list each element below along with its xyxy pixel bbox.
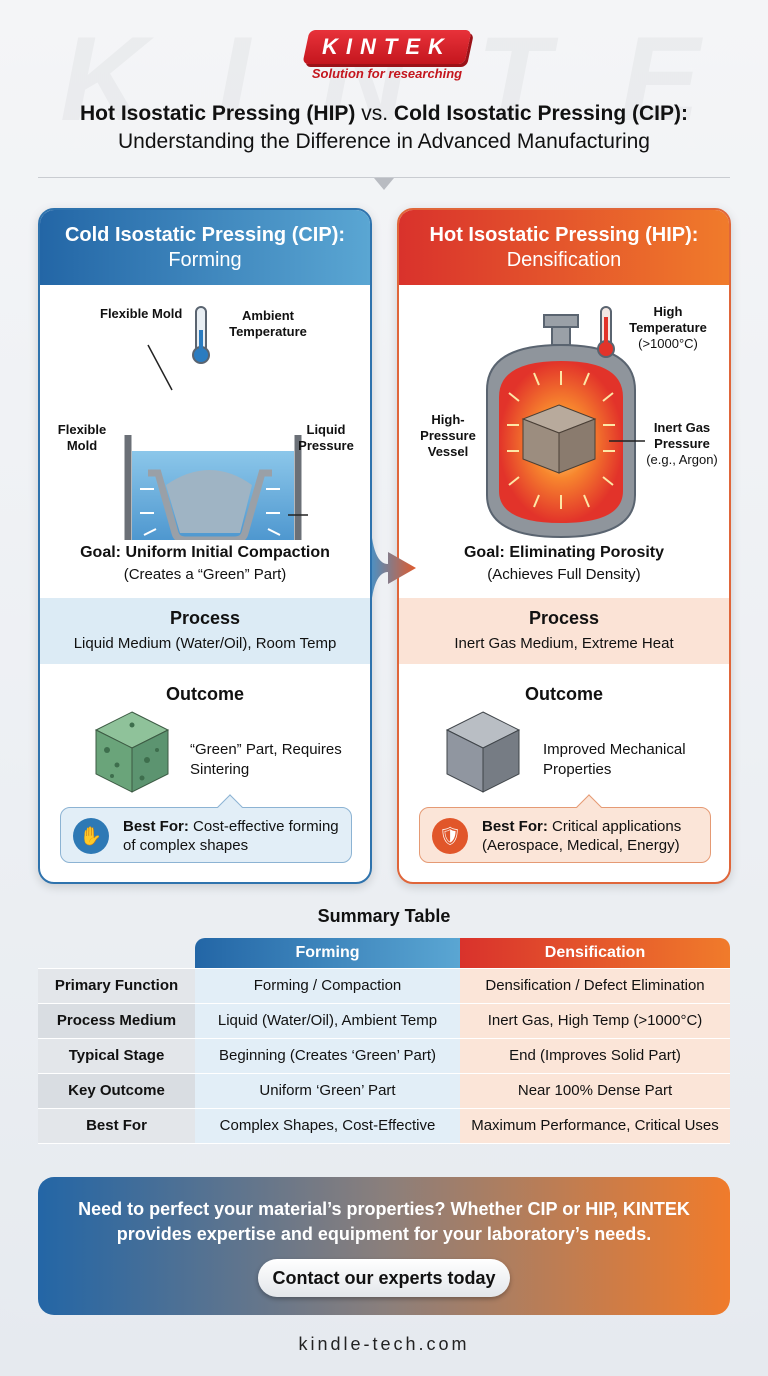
cip-goal: Goal: Uniform Initial Compaction (Creates… (40, 544, 370, 583)
label-flexible-mold-left: Flexible Mold (57, 422, 107, 453)
forming-cell: Forming / Compaction (195, 968, 460, 1004)
tagline: Solution for researching (311, 66, 463, 81)
label-high-temperature: High Temperature(>1000°C) (625, 304, 711, 352)
hip-vessel-illustration (486, 306, 645, 539)
hip-best-for: 🛡 Best For: Critical applications (Aeros… (419, 794, 711, 863)
label-high-pressure-vessel: High-Pressure Vessel (420, 412, 476, 459)
cta-line-2: provides expertise and equipment for you… (116, 1224, 652, 1244)
row-label: Best For (38, 1108, 195, 1144)
outcome-title: Outcome (165, 684, 244, 704)
header-densification: Densification (460, 938, 730, 969)
row-label: Primary Function (38, 968, 195, 1004)
hip-goal: Goal: Eliminating Porosity (Achieves Full… (399, 544, 729, 583)
cip-heading: Cold Isostatic Pressing (CIP): (64, 224, 346, 246)
forming-cell: Beginning (Creates ‘Green’ Part) (195, 1038, 460, 1074)
densification-cell: End (Improves Solid Part) (460, 1038, 730, 1074)
process-text: Liquid Medium (Water/Oil), Room Temp (73, 635, 337, 652)
forming-cell: Liquid (Water/Oil), Ambient Temp (195, 1003, 460, 1039)
empty-header (38, 938, 195, 969)
cip-best-for: ✋ Best For: Cost-effective forming of co… (60, 794, 352, 863)
label-inert-gas-pressure: Inert Gas Pressure(e.g., Argon) (639, 420, 725, 468)
thermometer-icon (597, 306, 615, 358)
hand-person-icon: ✋ (73, 818, 109, 854)
label-ambient-temperature: Ambient Temperature (229, 308, 307, 339)
outcome-title: Outcome (524, 684, 603, 704)
temp-label: High Temperature (629, 304, 707, 335)
goal-note: (Achieves Full Density) (487, 566, 641, 583)
goal-text: Eliminating Porosity (509, 544, 665, 561)
hip-header: Hot Isostatic Pressing (HIP): Densificat… (399, 210, 729, 285)
label-liquid-pressure: Liquid Pressure (298, 422, 354, 453)
densification-cell: Near 100% Dense Part (460, 1073, 730, 1109)
divider-arrow (374, 178, 394, 190)
outcome-text: Improved Mechanical Properties (543, 741, 686, 778)
densification-cell: Maximum Performance, Critical Uses (460, 1108, 730, 1144)
cip-subheading: Forming (168, 249, 242, 271)
title-cip: Cold Isostatic Pressing (CIP): (393, 102, 688, 125)
page-subtitle: Understanding the Difference in Advanced… (118, 130, 650, 153)
row-label: Key Outcome (38, 1073, 195, 1109)
hip-card: Hot Isostatic Pressing (HIP): Densificat… (397, 208, 731, 884)
contact-experts-button[interactable]: Contact our experts today (258, 1259, 510, 1297)
row-label: Process Medium (38, 1003, 195, 1039)
goal-label: Goal: (463, 544, 505, 561)
logo-text: KINTEK (322, 34, 452, 59)
process-title: Process (528, 608, 600, 628)
best-for-label: Best For: (123, 818, 189, 835)
kintek-logo[interactable]: KINTEK (302, 30, 472, 64)
solid-cube-icon (445, 711, 521, 793)
best-for-text: Cost-effective forming of complex shapes (123, 818, 339, 854)
title-hip: Hot Isostatic Pressing (HIP) (80, 102, 356, 125)
process-title: Process (169, 608, 241, 628)
best-for-label: Best For: (482, 818, 548, 835)
goal-note: (Creates a “Green” Part) (123, 566, 287, 583)
title-vs: vs. (355, 102, 394, 125)
goal-label: Goal: (80, 544, 121, 561)
page-title: Hot Isostatic Pressing (HIP) vs. Cold Is… (0, 102, 768, 126)
temp-value: (>1000°C) (638, 336, 698, 351)
forming-cell: Complex Shapes, Cost-Effective (195, 1108, 460, 1144)
row-label: Typical Stage (38, 1038, 195, 1074)
forming-cell: Uniform ‘Green’ Part (195, 1073, 460, 1109)
green-cube-icon (94, 711, 170, 793)
header-forming: Forming (195, 938, 460, 969)
densification-cell: Inert Gas, High Temp (>1000°C) (460, 1003, 730, 1039)
gas-example: (e.g., Argon) (646, 452, 718, 467)
hip-heading: Hot Isostatic Pressing (HIP): (429, 224, 699, 246)
cta-line-1: Need to perfect your material’s properti… (78, 1199, 690, 1219)
divider (38, 177, 730, 178)
callout-caret (217, 794, 243, 820)
footer-url[interactable]: kindle-tech.com (298, 1334, 470, 1354)
shield-hand-icon: 🛡 (432, 818, 468, 854)
hip-subheading: Densification (506, 249, 622, 271)
process-text: Inert Gas Medium, Extreme Heat (454, 635, 674, 652)
cip-header: Cold Isostatic Pressing (CIP): Forming (40, 210, 370, 285)
label-flexible-mold-top: Flexible Mold (100, 306, 183, 321)
goal-text: Uniform Initial Compaction (125, 544, 330, 561)
cip-card: Cold Isostatic Pressing (CIP): Forming F… (38, 208, 372, 884)
cta-banner: Need to perfect your material’s properti… (38, 1177, 730, 1315)
thermometer-icon (192, 306, 210, 364)
cip-tank-illustration (124, 306, 308, 540)
flow-arrow-icon (372, 538, 416, 598)
gas-label: Inert Gas Pressure (653, 420, 711, 451)
outcome-text: “Green” Part, Requires Sintering (190, 741, 342, 778)
summary-title: Summary Table (317, 906, 451, 926)
densification-cell: Densification / Defect Elimination (460, 968, 730, 1004)
callout-caret (576, 794, 602, 820)
best-for-text: Critical applications (Aerospace, Medica… (482, 818, 682, 854)
